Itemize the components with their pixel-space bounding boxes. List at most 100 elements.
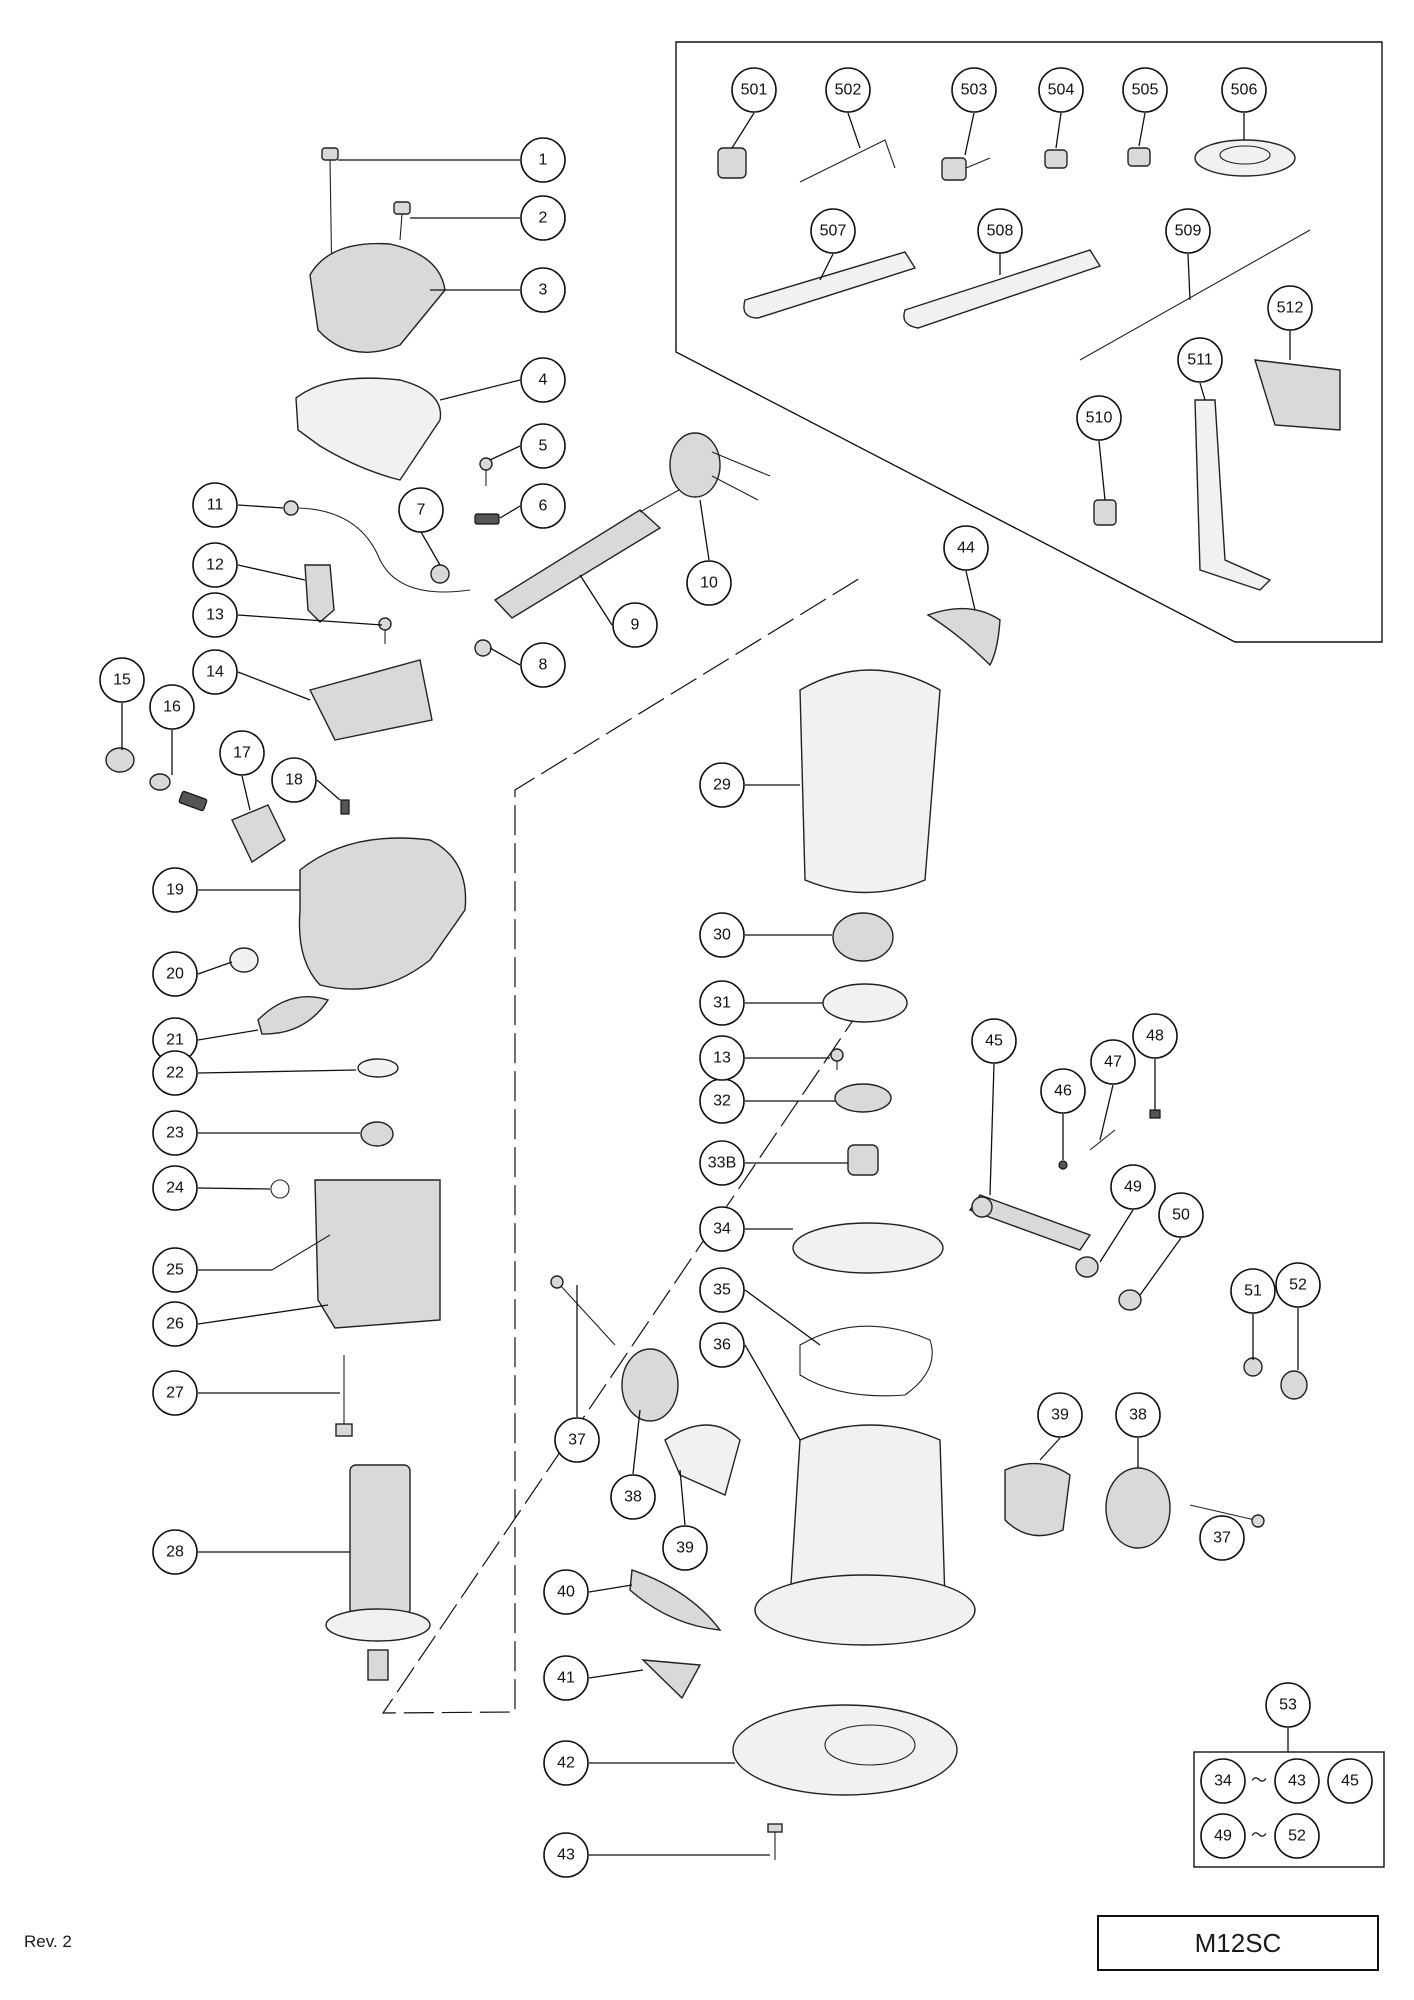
part-tail-cover-3 [309, 242, 446, 353]
part-ball-46 [1058, 1160, 1068, 1170]
callout-number: 510 [1086, 410, 1113, 427]
kit-53-tilde: 〜 [1251, 1828, 1267, 1845]
kit-53-circle [1274, 1758, 1320, 1804]
leader-line-8 [489, 647, 521, 666]
callout-circle [699, 1140, 745, 1186]
part-stator-26 [314, 1179, 441, 1329]
part-cap-17 [231, 804, 286, 864]
part-cover-41 [641, 1659, 702, 1700]
callout-number: 22 [166, 1065, 184, 1082]
part-screw-504 [1044, 149, 1068, 169]
leader-line-9 [579, 574, 613, 626]
part-base-36 [754, 1424, 976, 1646]
callout-number: 44 [957, 540, 975, 557]
callout-19: 19 [152, 867, 198, 913]
callout-circle [943, 525, 989, 571]
part-ring-34 [792, 1222, 944, 1274]
callout-circle [612, 602, 658, 648]
callout-507: 507 [810, 208, 856, 254]
kit-53-circle [1200, 1813, 1246, 1859]
callout-circle [1177, 337, 1223, 383]
callout-circle [99, 657, 145, 703]
callout-502: 502 [825, 67, 871, 113]
callout-circle [1230, 1268, 1276, 1314]
callout-number: 42 [557, 1755, 575, 1772]
leader-line-45 [989, 1063, 995, 1196]
part-knob-38b [1105, 1467, 1171, 1549]
callout-number: 6 [539, 498, 548, 515]
callout-30: 30 [699, 912, 745, 958]
callout-40: 40 [543, 1569, 589, 1615]
callout-number: 40 [557, 1584, 575, 1601]
part-plug-10 [669, 432, 771, 501]
callout-number: 3 [539, 282, 548, 299]
callout-43: 43 [543, 1832, 589, 1878]
part-screw-37b [1189, 1504, 1265, 1528]
callout-29: 29 [699, 762, 745, 808]
callout-number: 505 [1132, 82, 1159, 99]
callout-501: 501 [731, 67, 777, 113]
callout-circle [977, 208, 1023, 254]
leader-line-14 [237, 671, 311, 701]
part-rod-509 [1079, 229, 1311, 361]
callout-6: 6 [520, 483, 566, 529]
callout-circle [662, 1525, 708, 1571]
leader-line-36 [744, 1344, 801, 1441]
callout-number: 35 [713, 1282, 731, 1299]
callout-number: 36 [713, 1337, 731, 1354]
callout-8: 8 [520, 642, 566, 688]
callout-circle [699, 980, 745, 1026]
part-nameplate-21 [257, 996, 330, 1035]
callout-number: 52 [1289, 1277, 1307, 1294]
part-wedge-44 [926, 607, 1001, 667]
part-bracket-512 [1254, 359, 1341, 431]
part-cord-9 [493, 509, 662, 619]
callout-circle [1165, 208, 1211, 254]
callout-511: 511 [1177, 337, 1223, 383]
part-screw-37a [550, 1275, 616, 1346]
leader-line-22 [197, 1069, 357, 1074]
callout-7: 7 [398, 487, 444, 533]
part-nut-50 [1118, 1289, 1142, 1311]
callout-circle [543, 1569, 589, 1615]
callout-circle [520, 195, 566, 241]
callout-number: 29 [713, 777, 731, 794]
callout-38b: 38 [1115, 1392, 1161, 1438]
callout-circle [699, 912, 745, 958]
callout-number: 50 [1172, 1207, 1190, 1224]
callout-number: 17 [233, 745, 251, 762]
callout-circle [152, 1165, 198, 1211]
callout-circle [543, 1655, 589, 1701]
part-callouts: 1234567891011121415161718192021222324252… [99, 67, 1321, 1878]
revision-label: Rev. 2 [24, 1932, 72, 1951]
leader-line-47 [1099, 1084, 1114, 1141]
callout-circle [192, 592, 238, 638]
callout-number: 33B [708, 1155, 736, 1172]
leader-line-13a [237, 614, 383, 626]
callout-number: 511 [1187, 352, 1213, 369]
callout-number: 25 [166, 1262, 184, 1279]
callout-circle [1115, 1392, 1161, 1438]
callout-circle [1267, 285, 1313, 331]
callout-number: 14 [206, 664, 224, 681]
callout-circle [731, 67, 777, 113]
callout-circle [219, 730, 265, 776]
part-cord-clip-6 [474, 513, 500, 525]
callout-41: 41 [543, 1655, 589, 1701]
callout-15: 15 [99, 657, 145, 703]
callout-46: 46 [1040, 1068, 1086, 1114]
leader-line-38a [632, 1409, 641, 1475]
leader-line-12 [237, 564, 306, 581]
callout-509: 509 [1165, 208, 1211, 254]
callout-number: 43 [557, 1847, 575, 1864]
callout-number: 7 [417, 502, 426, 519]
callout-number: 20 [166, 966, 184, 983]
part-lead-24 [270, 1179, 290, 1199]
callout-3: 3 [520, 267, 566, 313]
callout-33B: 33B [699, 1140, 745, 1186]
leader-line-6 [499, 505, 521, 519]
callout-39a: 39 [662, 1525, 708, 1571]
callout-circle [520, 357, 566, 403]
